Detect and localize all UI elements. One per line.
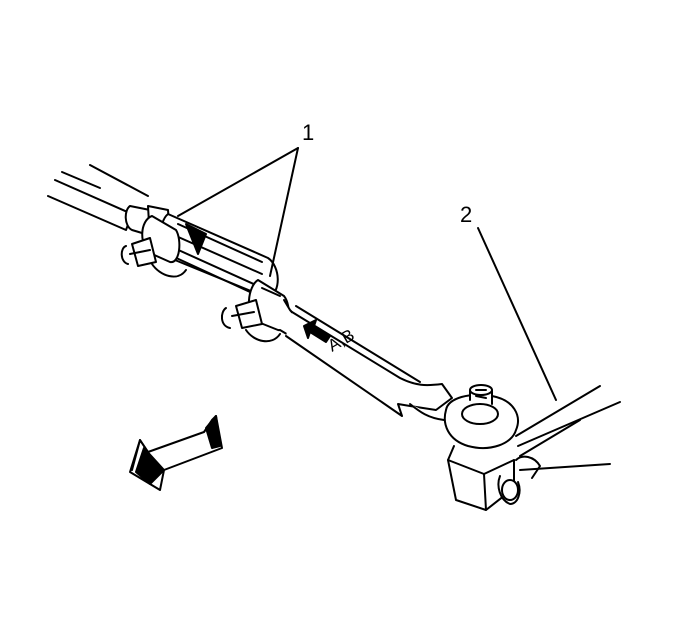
clamp-left xyxy=(120,215,187,278)
leader-lines xyxy=(177,147,557,401)
leader-1b xyxy=(269,147,299,277)
callout-2: 2 xyxy=(460,202,472,227)
leader-1a xyxy=(177,147,299,217)
tie-rod-end xyxy=(443,384,621,511)
leader-2 xyxy=(477,227,557,401)
outer-tie-rod xyxy=(279,299,453,421)
clamp-right xyxy=(220,279,290,343)
direction-arrow-a-b xyxy=(303,319,331,343)
front-direction-arrow xyxy=(129,415,223,491)
callout-1: 1 xyxy=(302,120,314,145)
